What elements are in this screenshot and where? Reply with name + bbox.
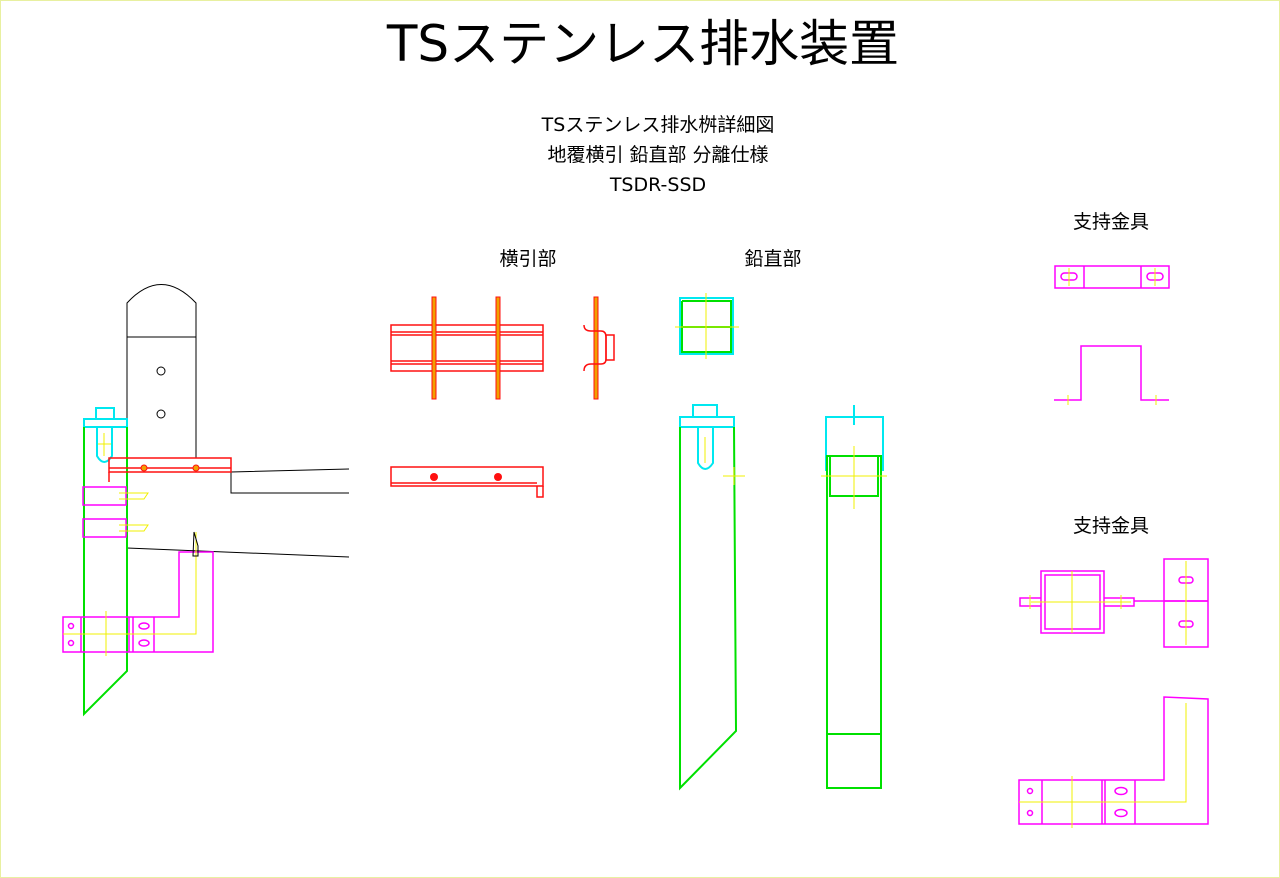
label-vertical: 鉛直部 — [744, 248, 801, 270]
label-support-top: 支持金具 — [1073, 211, 1149, 233]
subtitle-line2: 地覆横引 鉛直部 分離仕様 — [547, 144, 768, 166]
subtitle-line3: TSDR-SSD — [609, 174, 706, 196]
support-bracket-bottom-view — [1018, 558, 1209, 828]
label-support-bottom: 支持金具 — [1073, 515, 1149, 537]
subtitle-line1: TSステンレス排水桝詳細図 — [541, 114, 775, 136]
support-bracket-top-view — [1054, 265, 1170, 405]
assembly-view — [62, 284, 350, 717]
drawing-title: TSステンレス排水装置 — [386, 15, 899, 73]
horizontal-part-view — [390, 296, 615, 498]
vertical-part-view — [675, 293, 887, 791]
label-horizontal: 横引部 — [499, 248, 556, 270]
